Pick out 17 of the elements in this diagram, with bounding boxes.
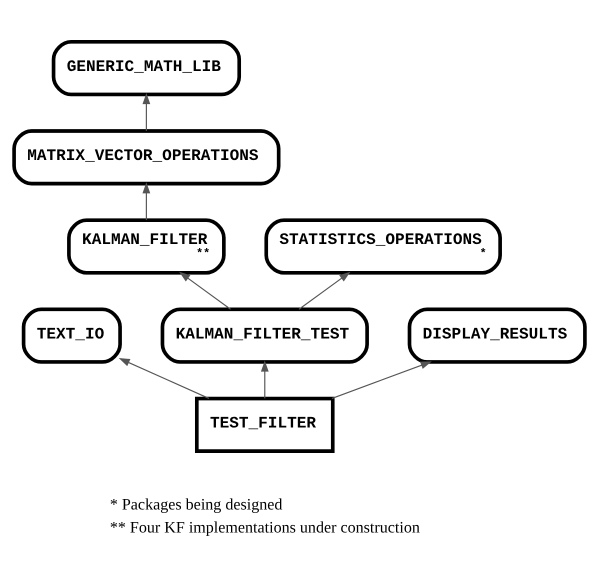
label: * Packages being designed bbox=[110, 496, 282, 513]
node-box: STATISTICS_OPERATIONS * bbox=[264, 218, 502, 274]
arrow bbox=[142, 92, 150, 130]
node-box: TEXT_IO bbox=[22, 307, 122, 364]
node-box: KALMAN_FILTER_TEST bbox=[160, 307, 369, 364]
node-box: GENERIC_MATH_LIB bbox=[52, 40, 242, 96]
label: ** Four KF implementations under construction bbox=[110, 519, 420, 536]
arrow bbox=[260, 360, 269, 398]
arrow bbox=[118, 358, 210, 398]
node-box: DISPLAY_RESULTS bbox=[408, 307, 587, 364]
arrow bbox=[332, 360, 432, 398]
arrow bbox=[179, 271, 231, 310]
node-box: TEST_FILTER bbox=[194, 396, 335, 452]
arrow bbox=[298, 271, 350, 310]
arrow bbox=[142, 182, 150, 220]
node-box: MATRIX_VECTOR_OPERATIONS bbox=[12, 128, 280, 185]
node-box: KALMAN_FILTER ** bbox=[67, 218, 226, 274]
